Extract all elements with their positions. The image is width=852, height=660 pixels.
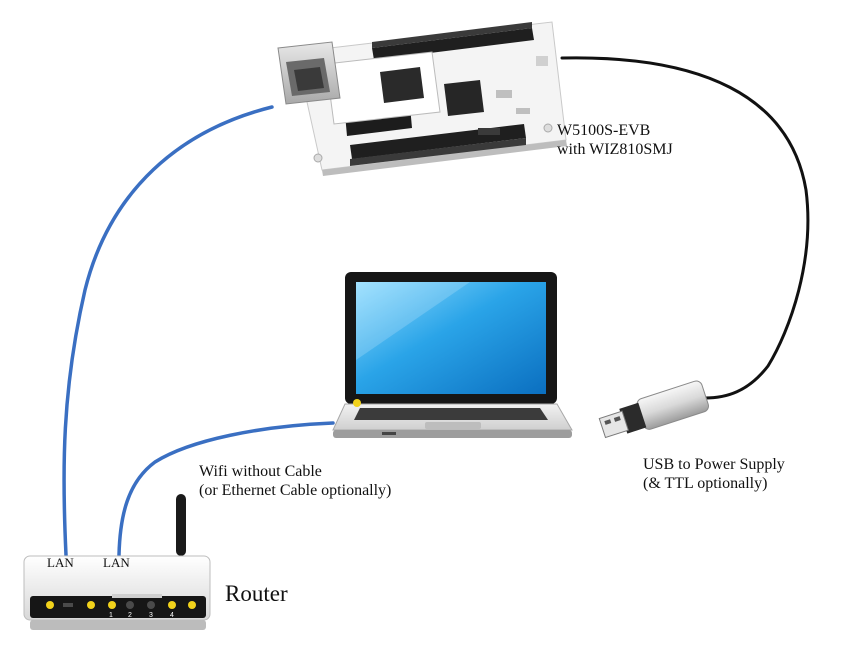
port-number-4: 4 (170, 612, 174, 619)
w5100s-chip (444, 80, 484, 116)
wifi-link-laptop (117, 421, 335, 557)
wifi-label-line2: (or Ethernet Cable optionally) (199, 482, 392, 499)
port-bracket (112, 594, 162, 598)
small-component (496, 90, 512, 98)
led-on (87, 601, 95, 609)
wifi-label: Wifi without Cable (or Ethernet Cable op… (199, 462, 391, 500)
router-base (30, 620, 206, 630)
rj45-jack (277, 41, 341, 105)
router-antenna (176, 494, 186, 556)
mount-hole (313, 153, 323, 163)
laptop-front-edge (333, 430, 572, 438)
board-label: W5100S-EVB with WIZ810SMJ (557, 121, 673, 159)
led-off (63, 603, 73, 607)
usb-plug (598, 380, 709, 439)
board-label-line2: with WIZ810SMJ (557, 141, 673, 158)
w5100s-evb-board (277, 21, 567, 176)
mount-hole (543, 123, 553, 133)
led-on (188, 601, 196, 609)
laptop (332, 272, 573, 438)
small-component (536, 56, 548, 66)
led-on (108, 601, 116, 609)
board-label-line1: W5100S-EVB (557, 122, 651, 139)
port-number-1: 1 (109, 612, 113, 619)
laptop-power-led (353, 399, 361, 407)
top-pin-header (372, 22, 534, 60)
small-component (478, 128, 500, 135)
usb-cable (560, 56, 810, 400)
usb-connector-slot (613, 416, 621, 422)
lan-port-label-2: LAN (103, 555, 130, 570)
port-number-2: 2 (128, 612, 132, 619)
usb-connector (598, 410, 629, 439)
led-off (147, 601, 155, 609)
usb-label-line2: (& TTL optionally) (643, 475, 768, 492)
ethernet-cable-board (62, 105, 274, 557)
laptop-touchpad (425, 422, 481, 429)
laptop-keyboard (354, 408, 548, 420)
usb-label-line1: USB to Power Supply (643, 456, 785, 473)
usb-label: USB to Power Supply (& TTL optionally) (643, 455, 785, 493)
laptop-port (382, 432, 396, 435)
wifi-label-line1: Wifi without Cable (199, 463, 322, 480)
usb-connector-slot (604, 419, 612, 425)
small-component (516, 108, 530, 114)
led-on (168, 601, 176, 609)
router-led-panel (30, 596, 206, 618)
router (23, 494, 211, 630)
led-on (46, 601, 54, 609)
laptop-screen (356, 282, 546, 394)
lan-port-label-1: LAN (47, 555, 74, 570)
usb-plug-body (636, 380, 709, 430)
wiz810smj-module (325, 51, 441, 125)
port-number-3: 3 (149, 612, 153, 619)
router-label: Router (225, 581, 288, 606)
screen-glare (356, 282, 470, 360)
led-off (126, 601, 134, 609)
